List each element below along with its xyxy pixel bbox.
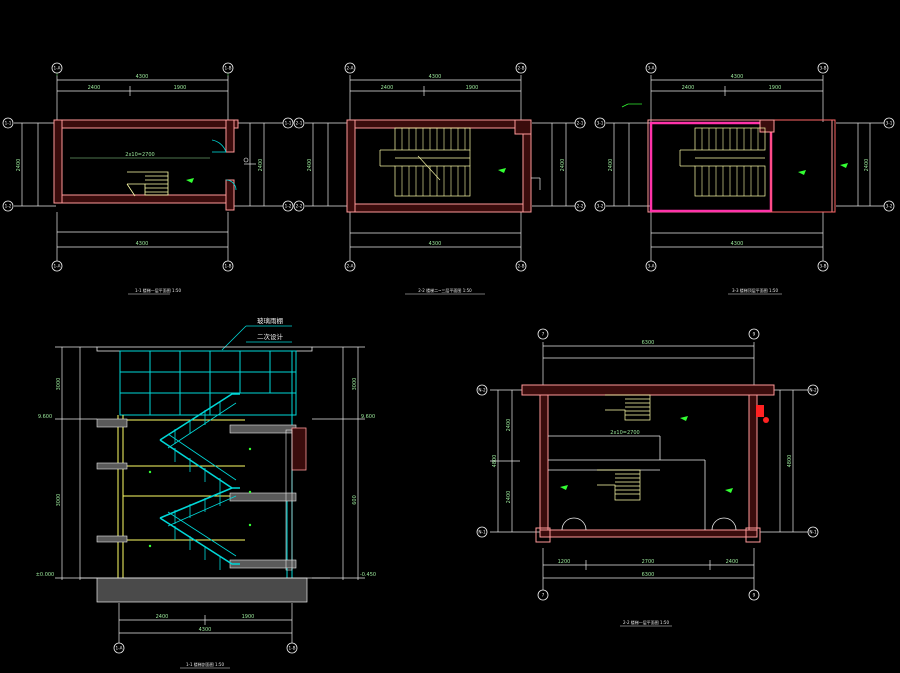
section-axis-left: 1-A [116,646,123,651]
plan4-axis-right-bottom: N-1 [809,530,817,535]
plan3-caption: 3-3 楼梯顶层平面图 1:50 [732,287,779,293]
plan1-top-part-1: 2400 [88,85,101,91]
section-bottom-part-1: 2400 [156,614,169,620]
section-elev-top-right: 9.600 [361,414,375,420]
plan1-axis-bottom-right: 1-B [225,264,232,269]
plan4-axis-left-bottom: N-1 [478,530,486,535]
plan4-bottom-total: 6300 [642,572,655,578]
plan4-bottom-part-1: 1200 [558,559,571,565]
plan1-axis-right-top: 1-1 [285,121,292,126]
section-caption: 1-1 楼梯剖面图 1:50 [186,661,225,667]
plan1-bottom-total: 4300 [136,241,149,247]
section-height-dim-2: 3000 [56,494,62,507]
section-axis-right: 1-B [289,646,296,651]
section-height-dim-3: 3000 [352,378,358,391]
plan4-side-right: 4800 [787,455,793,468]
plan4-side-part-1: 2400 [506,419,512,432]
plan4-top-total: 6300 [642,340,655,346]
plan2-axis-top-left: 2-A [347,66,354,71]
section-callout-line-1: 玻璃雨棚 [257,316,284,325]
section-height-dim-1: 3000 [56,378,62,391]
plan3-bottom-total: 4300 [731,241,744,247]
plan2-side-right: 2400 [560,159,566,172]
plan3-axis-right-top: 3-1 [886,121,893,126]
plan3-axis-left-bottom: 3-2 [597,204,604,209]
plan2-axis-right-top: 2-1 [577,121,584,126]
plan1-axis-left-top: 1-1 [5,121,12,126]
plan3-axis-right-bottom: 3-2 [886,204,893,209]
section-elev-ground: ±0.000 [36,572,55,578]
section-height-dim-4: 600 [352,495,358,505]
plan2-axis-left-top: 2-1 [296,121,303,126]
plan2-top-total: 4300 [429,74,442,80]
plan1-side-right: 2400 [258,159,264,172]
plan2-axis-right-bottom: 2-2 [577,204,584,209]
section-elev-ground-right: -0.450 [360,572,376,578]
section-elev-top: 9.600 [38,414,52,420]
plan3-axis-left-top: 3-1 [597,121,604,126]
stair-section: 玻璃雨棚 二次设计 [36,316,376,669]
plan4-side-total: 4800 [492,455,498,468]
plan2-caption: 2-2 楼梯二~三层平面图 1:50 [418,287,472,293]
plan3-top-part-1: 2400 [682,85,695,91]
plan2-axis-bottom-left: 2-A [347,264,354,269]
section-bottom-part-2: 1900 [242,614,255,620]
plan3-side-total: 2400 [608,159,614,172]
plan-2: 4300 2400 1900 4300 2400 2400 2-A 2-B 2-… [293,62,586,295]
plan2-axis-bottom-right: 2-B [518,264,525,269]
plan4-axis-top-right: 9 [753,332,756,337]
plan1-axis-bottom-left: 1-A [54,264,61,269]
plan-1: 4300 2400 1900 4300 2x10=2700 2400 2400 … [2,62,294,295]
plan4-caption: 2-2 楼梯一层平面图 1:50 [623,619,670,625]
plan1-top-total: 4300 [136,74,149,80]
plan1-top-part-2: 1900 [174,85,187,91]
plan1-caption: 1-1 楼梯一层平面图 1:50 [135,287,182,293]
plan1-axis-top-right: 1-B [225,66,232,71]
plan-3: 4300 2400 1900 4300 2400 2400 3-A 3-B 3-… [594,62,895,295]
plan1-axis-top-left: 1-A [54,66,61,71]
plan4-bottom-part-2: 2700 [642,559,655,565]
plan3-top-part-2: 1900 [769,85,782,91]
plan2-axis-top-right: 2-B [518,66,525,71]
plan1-inner-label: 2x10=2700 [125,152,154,158]
section-callout-line-2: 二次设计 [257,332,284,341]
plan4-inner-label: 2x10=2700 [610,430,639,436]
plan1-axis-left-bottom: 1-2 [5,204,12,209]
plan4-axis-left-top: N-2 [478,388,486,393]
plan3-axis-bottom-right: 3-B [820,264,827,269]
plan4-axis-top-left: 7 [542,332,545,337]
plan2-top-part-1: 2400 [381,85,394,91]
section-bottom-total: 4300 [199,627,212,633]
plan4-axis-right-top: N-2 [809,388,817,393]
plan1-axis-right-bottom: 1-2 [285,204,292,209]
plan3-top-total: 4300 [731,74,744,80]
plan3-side-right: 2400 [864,159,870,172]
plan4-side-part-2: 2400 [506,491,512,504]
plan1-side-total: 2400 [16,159,22,172]
plan4-axis-bottom-left: 7 [542,593,545,598]
plan2-bottom-total: 4300 [429,241,442,247]
plan4-bottom-part-3: 2400 [726,559,739,565]
plan4-axis-bottom-right: 9 [753,593,756,598]
plan3-axis-bottom-left: 3-A [648,264,655,269]
plan2-axis-left-bottom: 2-2 [296,204,303,209]
plan2-side-total: 2400 [307,159,313,172]
plan2-top-part-2: 1900 [466,85,479,91]
plan3-axis-top-right: 3-B [820,66,827,71]
plan3-axis-top-left: 3-A [648,66,655,71]
plan-4: 6300 2x10=2700 1200 2700 2400 6300 4800 … [476,328,819,627]
